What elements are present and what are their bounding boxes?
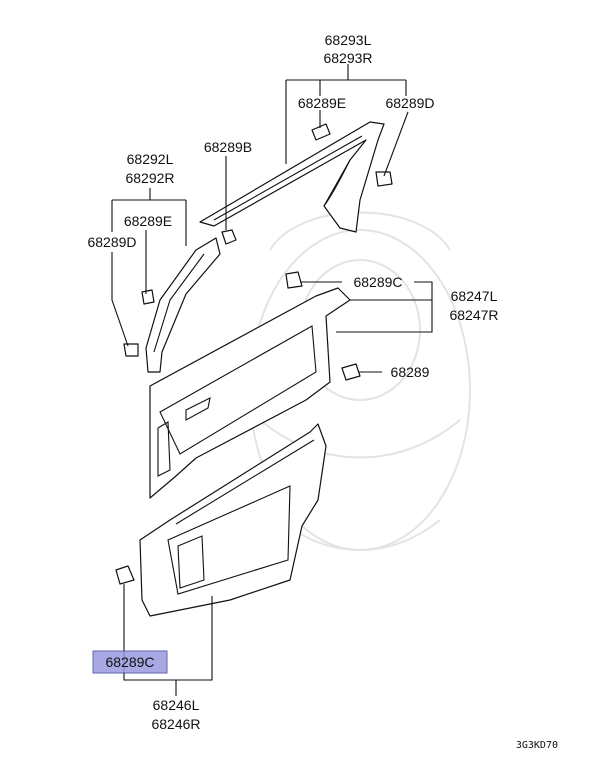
label-68289C-bottom: 68289C bbox=[105, 654, 154, 670]
upper-quarter-trim bbox=[199, 121, 385, 233]
diagram-code: 3G3KD70 bbox=[516, 740, 558, 751]
label-68293R: 68293R bbox=[323, 50, 372, 66]
label-68247L: 68247L bbox=[451, 288, 498, 304]
label-68247R: 68247R bbox=[449, 307, 498, 323]
label-68289B: 68289B bbox=[204, 139, 252, 155]
lower-door-trim bbox=[139, 423, 327, 617]
label-68246R: 68246R bbox=[151, 716, 200, 732]
clip-68289D-top bbox=[375, 171, 393, 187]
label-68292R: 68292R bbox=[125, 170, 174, 186]
watermark bbox=[249, 211, 471, 551]
leader-lines bbox=[111, 64, 433, 696]
label-68289D-top: 68289D bbox=[385, 95, 434, 111]
clip-68289B bbox=[221, 229, 237, 245]
label-68292L: 68292L bbox=[127, 151, 174, 167]
label-68289E-top: 68289E bbox=[298, 95, 346, 111]
highlight-68289C bbox=[92, 650, 168, 674]
clip-68289D-left bbox=[123, 343, 139, 357]
clips bbox=[115, 123, 393, 585]
clip-68289E-top bbox=[311, 123, 331, 141]
label-68289E-left: 68289E bbox=[124, 213, 172, 229]
clip-68289 bbox=[341, 363, 361, 381]
clip-68289C-mid bbox=[285, 271, 303, 289]
label-68289C-mid: 68289C bbox=[353, 274, 402, 290]
label-68289: 68289 bbox=[391, 364, 430, 380]
label-68293L: 68293L bbox=[325, 32, 372, 48]
label-68246L: 68246L bbox=[153, 697, 200, 713]
pillar-trim bbox=[145, 237, 221, 373]
label-68289D-left: 68289D bbox=[87, 234, 136, 250]
clip-68289E-left bbox=[141, 289, 155, 305]
clip-68289C-bottom bbox=[115, 565, 135, 585]
part-labels: 68293L 68293R 68289E 68289D 68289B 68292… bbox=[87, 32, 558, 751]
upper-door-trim bbox=[149, 287, 351, 499]
